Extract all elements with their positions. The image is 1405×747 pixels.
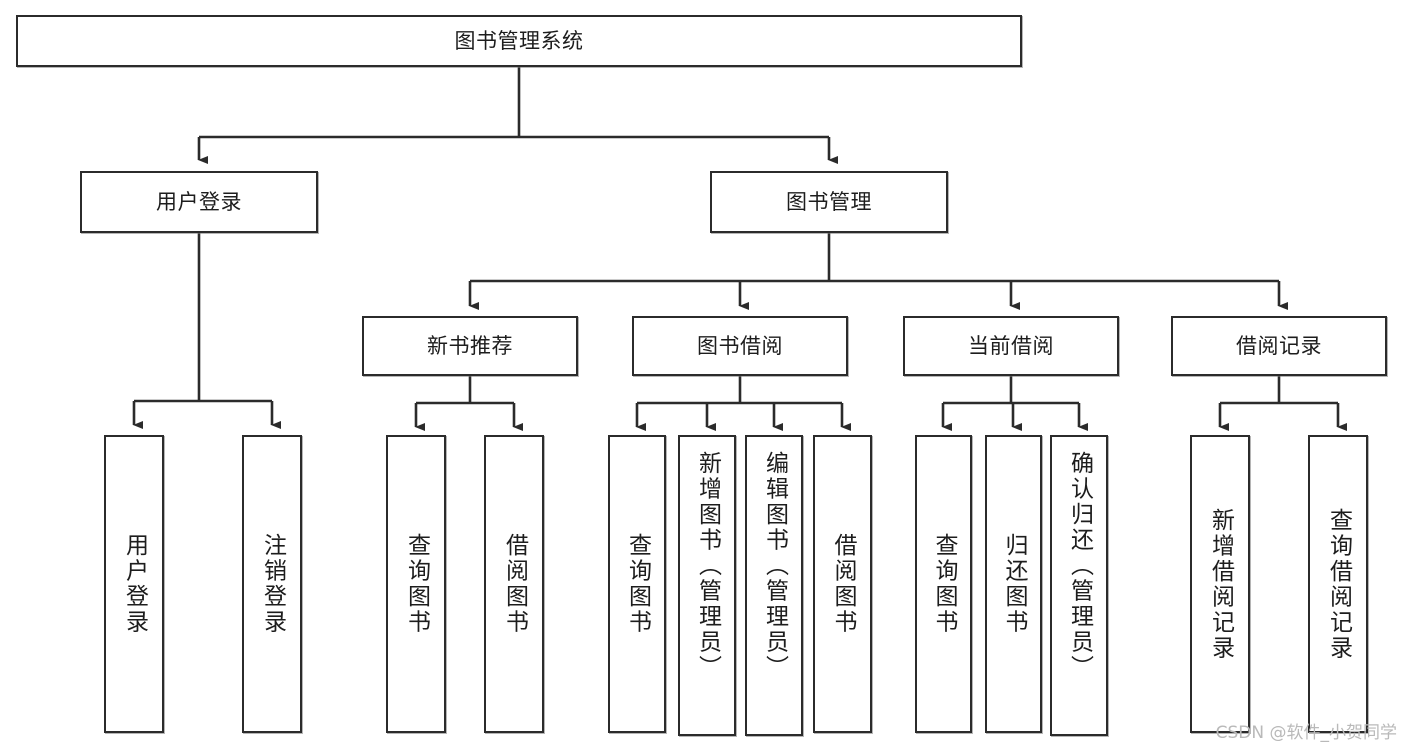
node-leaf-logout[interactable]: 注销登录 — [242, 435, 302, 733]
node-root-label: 图书管理系统 — [454, 28, 584, 53]
node-borrow-records-label: 借阅记录 — [1236, 333, 1322, 358]
node-leaf-query-book-recommend[interactable]: 查询图书 — [386, 435, 446, 733]
node-leaf-query-book-borrow-label: 查询图书 — [624, 533, 651, 635]
node-leaf-return-book-label: 归还图书 — [1001, 533, 1027, 635]
node-leaf-confirm-return-admin[interactable]: 确认归还（管理员） — [1050, 435, 1108, 736]
node-book-management-label: 图书管理 — [786, 189, 872, 214]
node-user-login-label: 用户登录 — [156, 189, 242, 214]
node-leaf-query-book-recommend-label: 查询图书 — [403, 533, 430, 635]
node-current-borrow-label: 当前借阅 — [968, 333, 1054, 358]
node-root[interactable]: 图书管理系统 — [16, 15, 1022, 67]
node-leaf-user-login[interactable]: 用户登录 — [104, 435, 164, 733]
node-new-book-recommend[interactable]: 新书推荐 — [362, 316, 578, 376]
node-leaf-edit-book-admin[interactable]: 编辑图书（管理员） — [745, 435, 803, 736]
node-leaf-add-borrow-record-label: 新增借阅记录 — [1207, 507, 1234, 661]
watermark-text: CSDN @软件_小贺同学 — [1215, 723, 1397, 743]
node-leaf-confirm-return-admin-label: 确认归还（管理员） — [1066, 451, 1093, 681]
node-user-login[interactable]: 用户登录 — [80, 171, 318, 233]
node-leaf-return-book[interactable]: 归还图书 — [985, 435, 1042, 733]
node-leaf-add-book-admin[interactable]: 新增图书（管理员） — [678, 435, 736, 736]
node-leaf-query-borrow-record[interactable]: 查询借阅记录 — [1308, 435, 1368, 733]
node-leaf-edit-book-admin-label: 编辑图书（管理员） — [761, 451, 788, 681]
node-leaf-borrow-book-recommend[interactable]: 借阅图书 — [484, 435, 544, 733]
node-leaf-query-book-borrow[interactable]: 查询图书 — [608, 435, 666, 733]
node-leaf-borrow-book-recommend-label: 借阅图书 — [501, 533, 528, 635]
node-borrow-records[interactable]: 借阅记录 — [1171, 316, 1387, 376]
node-leaf-logout-label: 注销登录 — [259, 533, 286, 635]
node-leaf-query-borrow-record-label: 查询借阅记录 — [1325, 507, 1352, 661]
node-book-borrow[interactable]: 图书借阅 — [632, 316, 848, 376]
node-leaf-query-book-current[interactable]: 查询图书 — [915, 435, 972, 733]
node-new-book-recommend-label: 新书推荐 — [427, 333, 513, 358]
node-leaf-query-book-current-label: 查询图书 — [931, 533, 957, 635]
node-current-borrow[interactable]: 当前借阅 — [903, 316, 1119, 376]
node-book-borrow-label: 图书借阅 — [697, 333, 783, 358]
node-leaf-user-login-label: 用户登录 — [121, 533, 148, 635]
node-leaf-borrow-book[interactable]: 借阅图书 — [813, 435, 872, 733]
node-leaf-add-borrow-record[interactable]: 新增借阅记录 — [1190, 435, 1250, 733]
node-leaf-add-book-admin-label: 新增图书（管理员） — [694, 451, 721, 681]
node-leaf-borrow-book-label: 借阅图书 — [830, 533, 856, 635]
node-book-management[interactable]: 图书管理 — [710, 171, 948, 233]
